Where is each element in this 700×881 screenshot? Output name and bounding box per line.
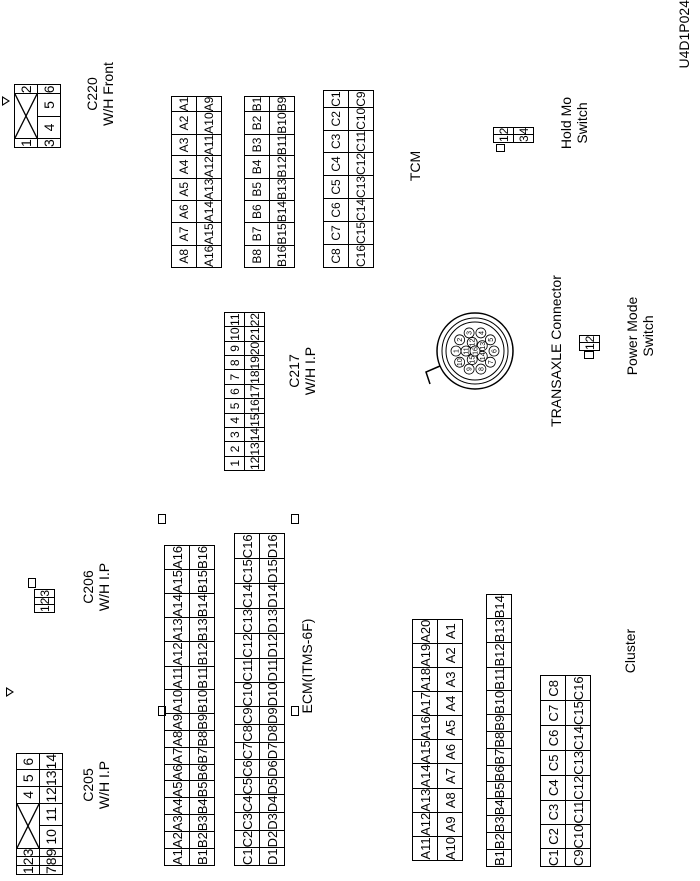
cluster-label: Cluster	[622, 628, 638, 674]
ecm-label: ECM(ITMS-6F)	[299, 618, 315, 714]
transaxle-pin-label: 7	[488, 360, 495, 364]
transaxle-pin-label: 6	[492, 349, 499, 353]
connector-c206-code: C206	[80, 570, 96, 604]
transaxle-pin-label: 14	[480, 352, 487, 360]
x-cavity	[16, 803, 40, 849]
transaxle-pin-label: 4	[478, 331, 485, 335]
transaxle-pin-label: 9	[467, 367, 474, 371]
transaxle-pin-label: 1	[454, 349, 461, 353]
connector-c220-harness: W/H Front	[100, 62, 116, 126]
connector-c206-harness: W/H I.P	[96, 562, 112, 612]
latch-marker	[6, 687, 14, 697]
connector-c217-harness: W/H I.P	[302, 346, 318, 396]
hold-mode-label-2: Switch	[574, 102, 590, 144]
transaxle-pin-label: 10	[457, 358, 464, 366]
connector-c217-code: C217	[286, 354, 302, 388]
transaxle-pin-label: 2	[457, 338, 464, 342]
transaxle-label: TRANSAXLE Connector	[548, 275, 564, 427]
connector-c205-harness: W/H I.P	[96, 760, 112, 810]
power-mode-label-1: Power Mode	[624, 296, 640, 376]
transaxle-pin-label: 11	[464, 347, 471, 354]
connector-c205-code: C205	[80, 768, 96, 802]
transaxle-pin-label: 5	[488, 338, 495, 342]
transaxle-pin-label: 16	[473, 347, 480, 355]
transaxle-pin-label: 15	[470, 356, 477, 364]
transaxle-pin-label: 3	[467, 331, 474, 335]
connector-c220-code: C220	[84, 77, 100, 111]
transaxle-pin-label: 12	[470, 338, 477, 346]
hold-mode-label-1: Hold Mo	[558, 96, 574, 150]
tcm-label: TCM	[407, 150, 423, 182]
power-mode-label-2: Switch	[640, 315, 656, 357]
transaxle-pin-label: 13	[480, 342, 487, 350]
x-cavity	[14, 93, 38, 139]
lock-tab	[28, 578, 36, 588]
latch-marker	[2, 96, 10, 106]
transaxle-pin-label: 8	[478, 367, 485, 371]
figure-code: U4D1P024	[676, 0, 692, 69]
